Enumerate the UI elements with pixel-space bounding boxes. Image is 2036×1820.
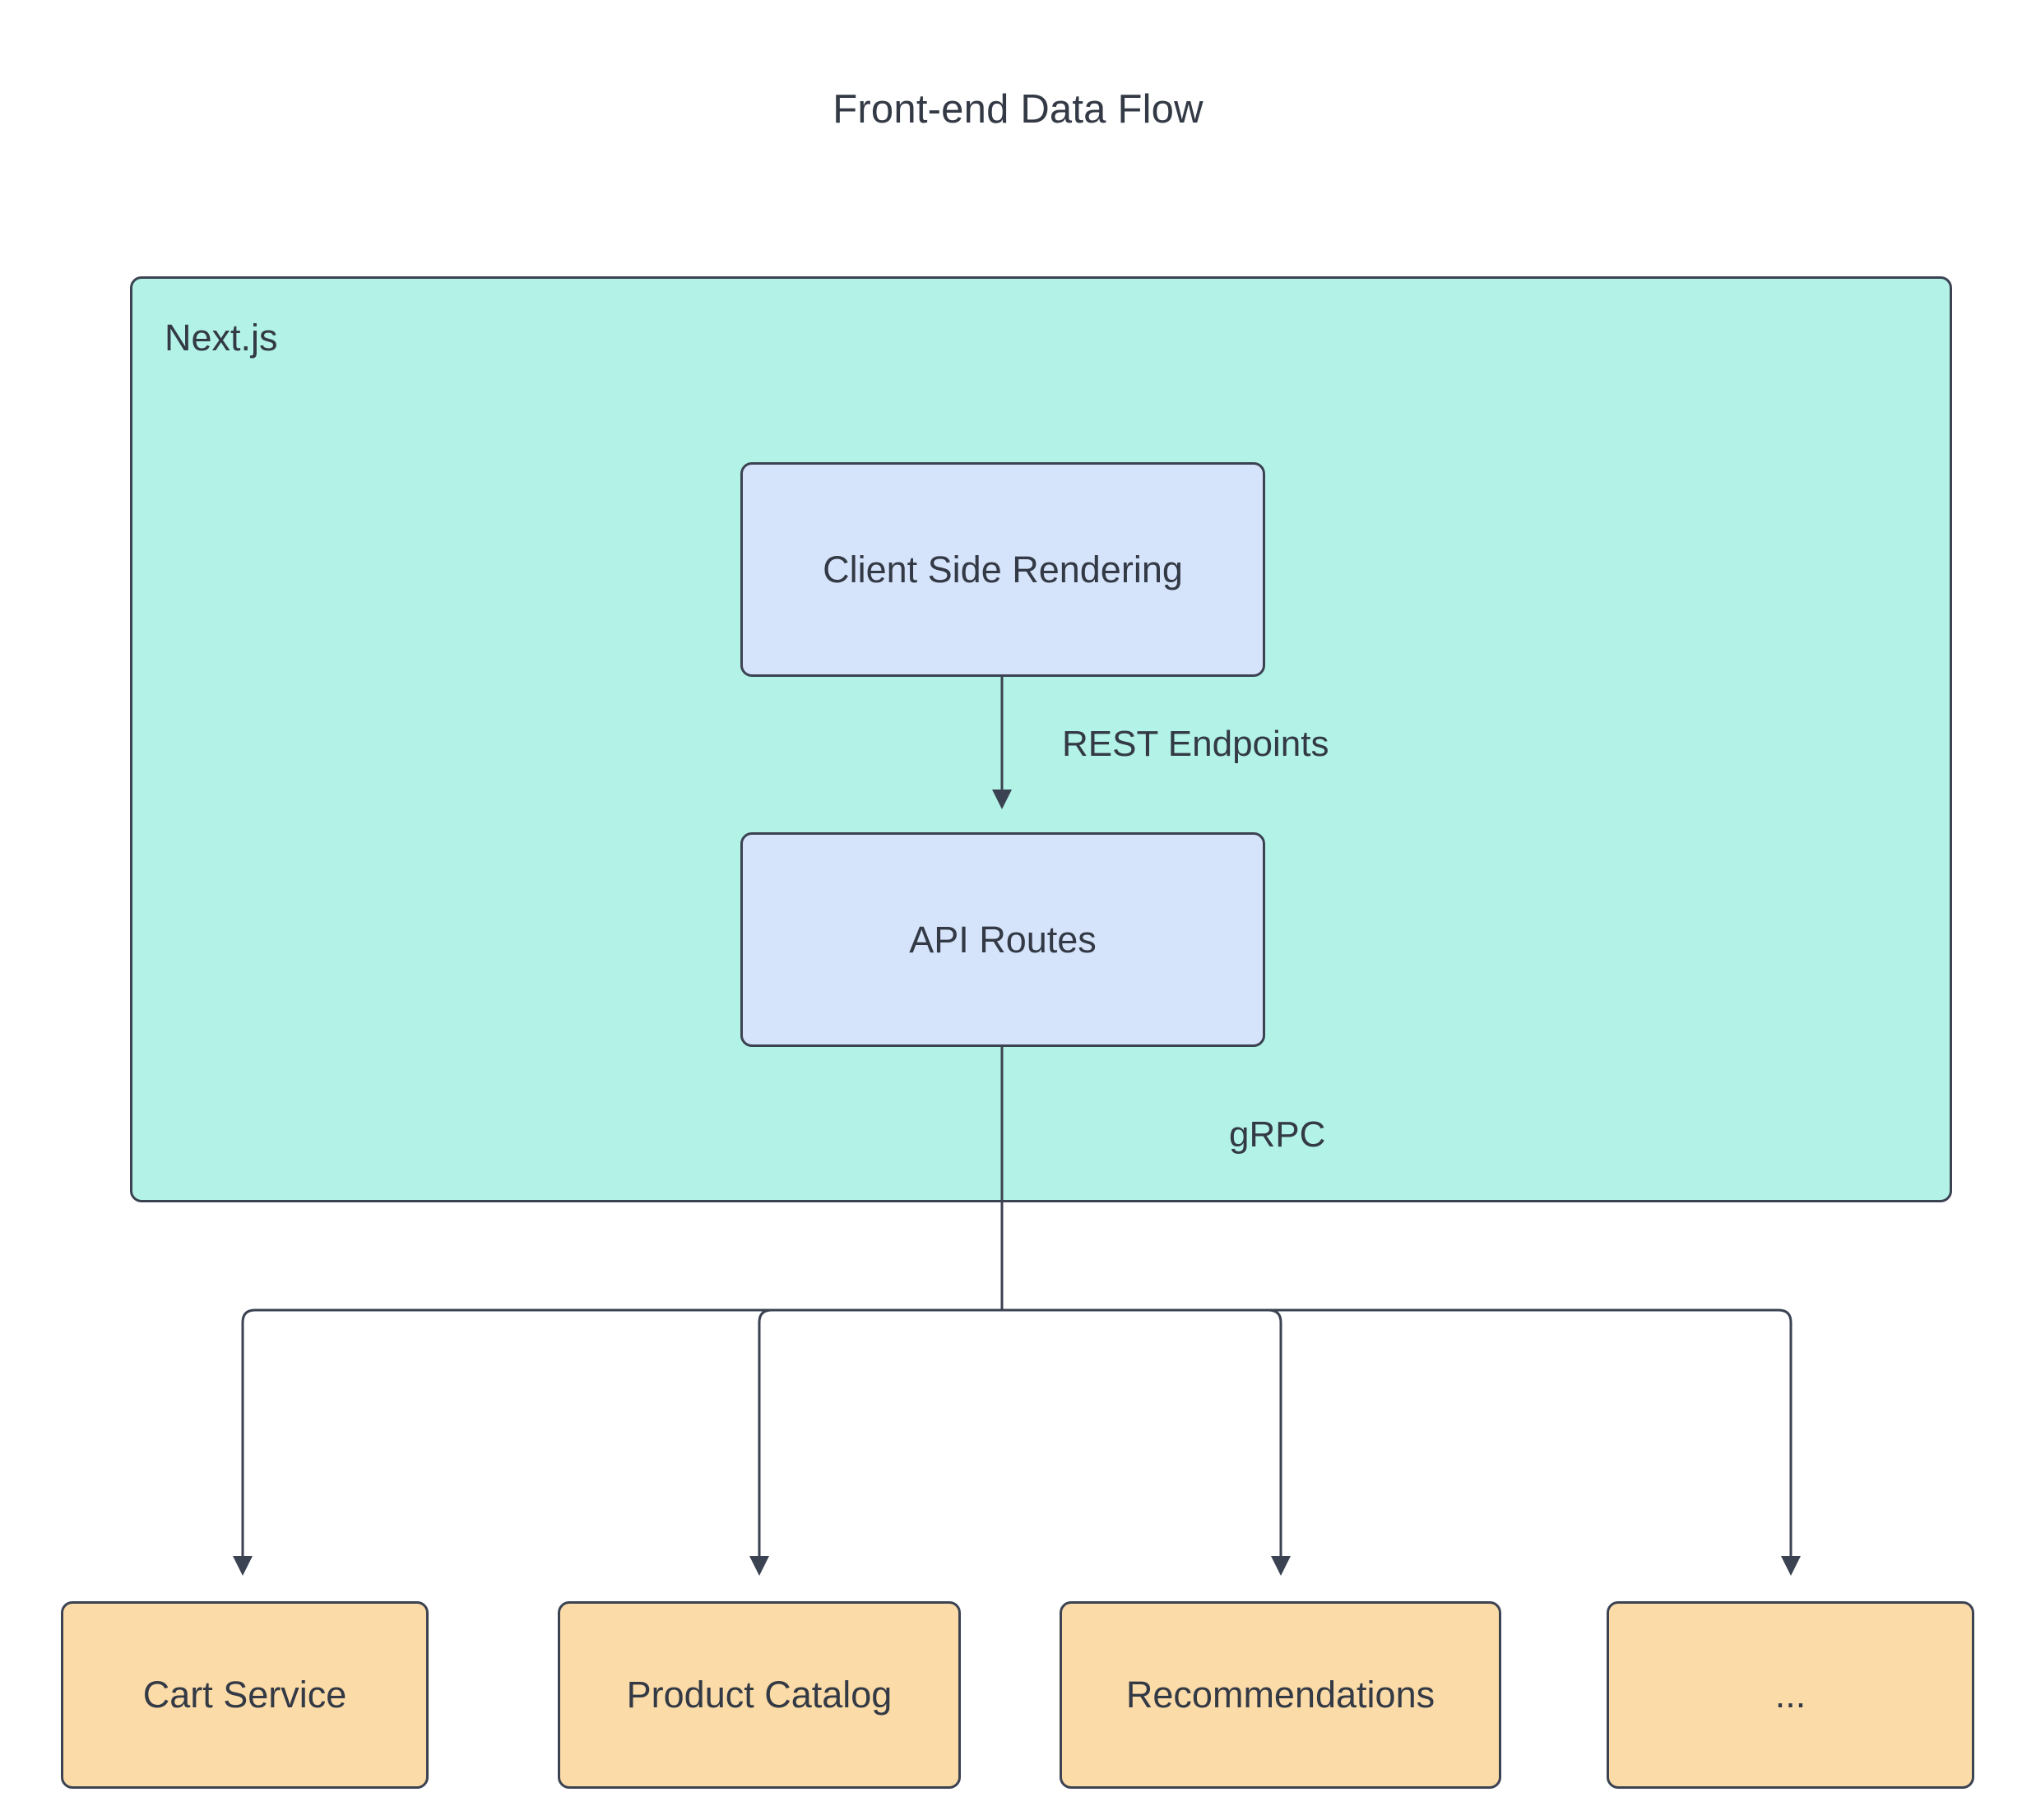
edge-label-grpc: gRPC — [1229, 1114, 1326, 1155]
subgraph-label-nextjs: Next.js — [165, 317, 278, 359]
node-client-side-rendering[interactable]: Client Side Rendering — [740, 462, 1265, 677]
edge-label-rest-endpoints: REST Endpoints — [1062, 724, 1329, 764]
node-more-services[interactable]: ... — [1607, 1601, 1974, 1789]
node-cart-service[interactable]: Cart Service — [61, 1601, 429, 1789]
page-title: Front-end Data Flow — [832, 87, 1204, 132]
subgraph-nextjs — [130, 276, 1952, 1202]
edge-api-to-more — [1002, 1308, 1801, 1576]
edge-api-to-recommendations — [1002, 1308, 1291, 1576]
edge-api-to-cart — [233, 1308, 1002, 1576]
node-recommendations[interactable]: Recommendations — [1060, 1601, 1501, 1789]
node-api-routes[interactable]: API Routes — [740, 832, 1265, 1047]
node-product-catalog[interactable]: Product Catalog — [558, 1601, 961, 1789]
edge-api-to-catalog — [749, 1308, 1002, 1576]
